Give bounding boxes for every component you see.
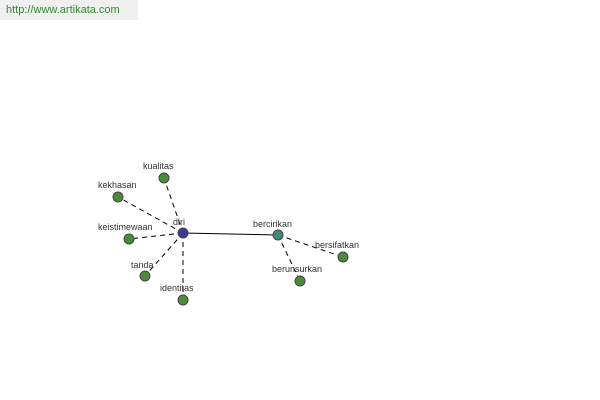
edge-diri-kualitas — [163, 177, 184, 234]
node-dot-diri[interactable] — [177, 227, 189, 239]
node-label-kekhasan: kekhasan — [98, 180, 137, 190]
source-url[interactable]: http://www.artikata.com — [0, 0, 138, 20]
node-tanda[interactable]: tanda — [131, 260, 154, 282]
node-dot-tanda[interactable] — [139, 270, 151, 282]
edge-bercirikan-bersifatkan — [277, 234, 344, 258]
nodes-layer: diri kualitas kekhasan keistimewaan tanda ide… — [98, 161, 359, 306]
node-bersifatkan[interactable]: bersifatkan — [315, 240, 359, 263]
node-label-diri: diri — [173, 217, 185, 227]
node-label-berunsurkan: berunsurkan — [272, 264, 322, 274]
node-dot-kualitas[interactable] — [158, 172, 170, 184]
edge-diri-tanda — [144, 232, 184, 277]
node-kekhasan[interactable]: kekhasan — [98, 180, 137, 203]
node-dot-berunsurkan[interactable] — [294, 275, 306, 287]
node-dot-bersifatkan[interactable] — [337, 251, 349, 263]
node-diri[interactable]: diri — [173, 217, 189, 239]
node-kualitas[interactable]: kualitas — [143, 161, 174, 184]
edge-diri-bercirikan — [182, 232, 279, 236]
node-label-tanda: tanda — [131, 260, 154, 270]
node-berunsurkan[interactable]: berunsurkan — [272, 264, 322, 287]
node-label-bercirikan: bercirikan — [253, 219, 292, 229]
node-identitas[interactable]: identitas — [160, 283, 194, 306]
edge-bercirikan-berunsurkan — [277, 234, 301, 282]
node-label-bersifatkan: bersifatkan — [315, 240, 359, 250]
node-label-keistimewaan: keistimewaan — [98, 222, 153, 232]
node-label-kualitas: kualitas — [143, 161, 174, 171]
edges-layer — [117, 177, 344, 300]
node-label-identitas: identitas — [160, 283, 194, 293]
node-dot-identitas[interactable] — [177, 294, 189, 306]
node-dot-kekhasan[interactable] — [112, 191, 124, 203]
node-dot-keistimewaan[interactable] — [123, 233, 135, 245]
node-bercirikan[interactable]: bercirikan — [253, 219, 292, 241]
node-dot-bercirikan[interactable] — [272, 229, 284, 241]
edge-diri-kekhasan — [117, 196, 184, 234]
edge-diri-keistimewaan — [128, 232, 184, 240]
node-keistimewaan[interactable]: keistimewaan — [98, 222, 153, 245]
